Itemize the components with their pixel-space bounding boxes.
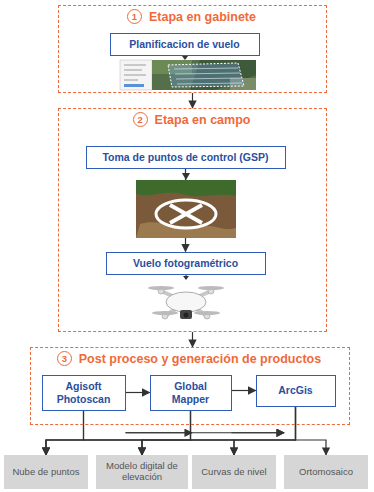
stage-header: 3 Post proceso y generación de productos [31,351,349,366]
ground-control-photo-part [156,200,216,228]
flight-plan-screenshot-part [124,74,146,76]
box-label: Global Mapper [151,378,231,407]
drone-picture [148,273,224,319]
product-label: Modelo digital de elevación [96,459,188,485]
flow-arrow [232,432,285,433]
box-label: Agisoft Photoscan [43,378,125,407]
drone-picture-part [194,311,220,315]
product-label: Nube de puntos [8,465,83,480]
drone-picture-part [183,276,189,280]
stage-header: 1 Etapa en gabinete [59,9,326,24]
flow-arrow [232,390,256,391]
flight-plan-screenshot-part [124,79,138,81]
ground-control-photo-part [170,205,202,223]
box-label: ArcGis [274,382,316,399]
ground-control-photo-part [136,180,236,238]
flight-plan-screenshot-part [182,56,188,60]
stage-title: Post proceso y generación de productos [77,352,323,366]
flight-plan-screenshot-part [120,60,152,90]
stage-header: 2 Etapa en campo [59,112,326,127]
stage-number: 3 [57,351,72,366]
product-label: Ortomosaico [295,465,357,480]
flow-arrow [234,407,296,456]
ground-control-photo-part [182,173,190,180]
stage-region: 3 Post proceso y generación de productosA… [30,347,350,425]
ground-control-photo-part [136,180,236,196]
drone-picture-part [180,310,192,319]
stage-region: 1 Etapa en gabinetePlanificacion de vuelo [58,5,327,93]
flight-plan-screenshot-part [124,69,142,71]
flow-arrow [192,332,193,347]
stage-number: 1 [127,9,142,24]
product-label: Curvas de nivel [197,465,270,480]
box-label: Toma de puntos de control (GSP) [98,149,272,166]
flow-arrow [46,411,84,456]
ground-control-photo-part [136,222,236,238]
drone-picture-part [152,311,178,315]
flow-arrow [46,411,191,456]
product-box: Modelo digital de elevación [96,455,188,489]
flow-arrow [192,93,193,108]
ground-control-photo-part [170,205,202,223]
process-box: ArcGis [256,375,336,407]
product-box: Ortomosaico [284,455,368,489]
drone-picture-part [198,286,224,290]
flight-plan-screenshot-part [152,60,256,90]
process-box: Global Mapper [150,375,232,411]
flow-arrow [142,411,191,456]
stage-title: Etapa en campo [153,113,253,127]
flight-plan-screenshot [120,54,256,90]
product-box: Curvas de nivel [192,455,276,489]
flight-plan-screenshot-part [174,68,242,84]
flow-arrow [126,392,150,393]
flow-arrow [191,411,235,456]
stage-region: 2 Etapa en campoToma de puntos de control… [58,108,327,332]
drone-picture-part [148,286,174,290]
box-label: Vuelo fotogramétrico [129,255,242,272]
flight-plan-screenshot-part [124,84,144,87]
box-label: Planificacion de vuelo [125,36,243,53]
ground-control-photo [136,173,236,238]
drone-picture-part [184,313,189,318]
flow-arrow [46,407,296,456]
process-box: Vuelo fotogramétrico [106,252,266,275]
drone-picture-part [166,292,206,312]
process-box: Toma de puntos de control (GSP) [86,146,286,169]
flight-plan-screenshot-part [124,64,146,66]
flow-arrow [126,432,285,433]
flow-arrow [142,407,296,456]
stage-title: Etapa en gabinete [147,10,258,24]
process-box: Agisoft Photoscan [42,375,126,411]
flow-arrow [296,407,327,456]
stage-number: 2 [133,112,148,127]
product-box: Nube de puntos [4,455,88,489]
process-box: Planificacion de vuelo [110,33,260,56]
flight-plan-screenshot-part [168,63,244,87]
